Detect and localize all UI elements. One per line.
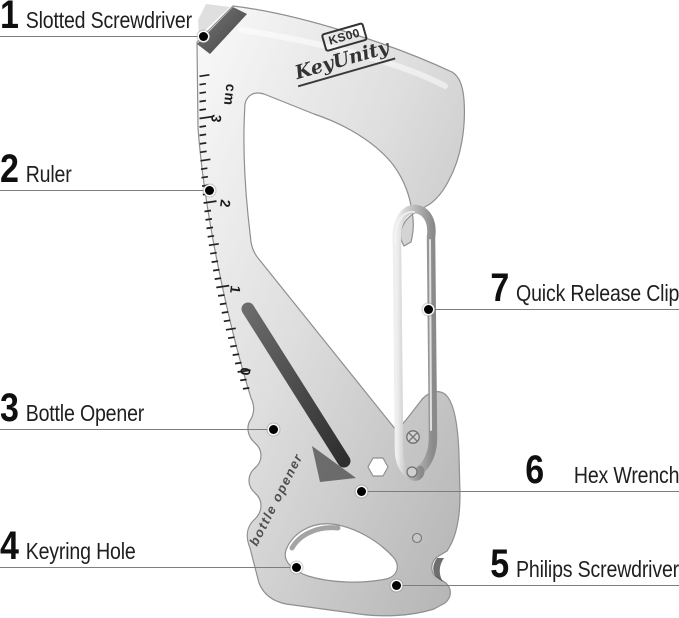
callout-label: Philips Screwdriver [515, 556, 679, 582]
top-bar-sheen [239, 27, 448, 89]
ruler-mark: 3 [207, 113, 225, 125]
ruler-mark: 1 [226, 284, 244, 296]
tip-notch-shadow [433, 558, 444, 582]
gate-screw [406, 430, 420, 444]
ruler-unit-label: cm [220, 82, 240, 108]
callout-label: Keyring Hole [25, 538, 136, 564]
slotted-edge-bevel [197, 7, 247, 54]
slotted-face-hatch [198, 4, 230, 36]
gate-rivet [406, 466, 423, 544]
callout-label: Ruler [25, 161, 72, 187]
callout-number: 4 [0, 524, 19, 568]
callout-number: 5 [490, 542, 509, 586]
callout-label: Quick Release Clip [515, 280, 679, 306]
callout-number: 2 [0, 147, 19, 191]
callout-dot [424, 304, 433, 314]
callout-number: 6 [524, 448, 544, 492]
callout-label: Hex Wrench [573, 462, 679, 488]
callout-dot [205, 185, 214, 195]
clip-wire-highlight [393, 210, 432, 431]
shadow-wedge [312, 446, 356, 482]
callout-number: 1 [0, 0, 19, 37]
callout-dot [392, 580, 401, 590]
callout-hex-wrench: 6 Hex Wrench [357, 448, 679, 496]
callout-number: 7 [490, 266, 509, 310]
ruler-mark: 0 [236, 366, 254, 378]
callout-number: 3 [0, 386, 19, 430]
callout-dot [292, 562, 301, 572]
keyring-hole-shadow [289, 525, 341, 551]
callout-label: Bottle Opener [25, 400, 145, 426]
callout-dot [199, 31, 208, 41]
callout-label: Slotted Screwdriver [25, 7, 192, 33]
spine-slot [241, 302, 351, 468]
ruler-mark: 2 [216, 198, 234, 210]
callout-dot [269, 424, 278, 434]
callout-dot [357, 486, 366, 496]
